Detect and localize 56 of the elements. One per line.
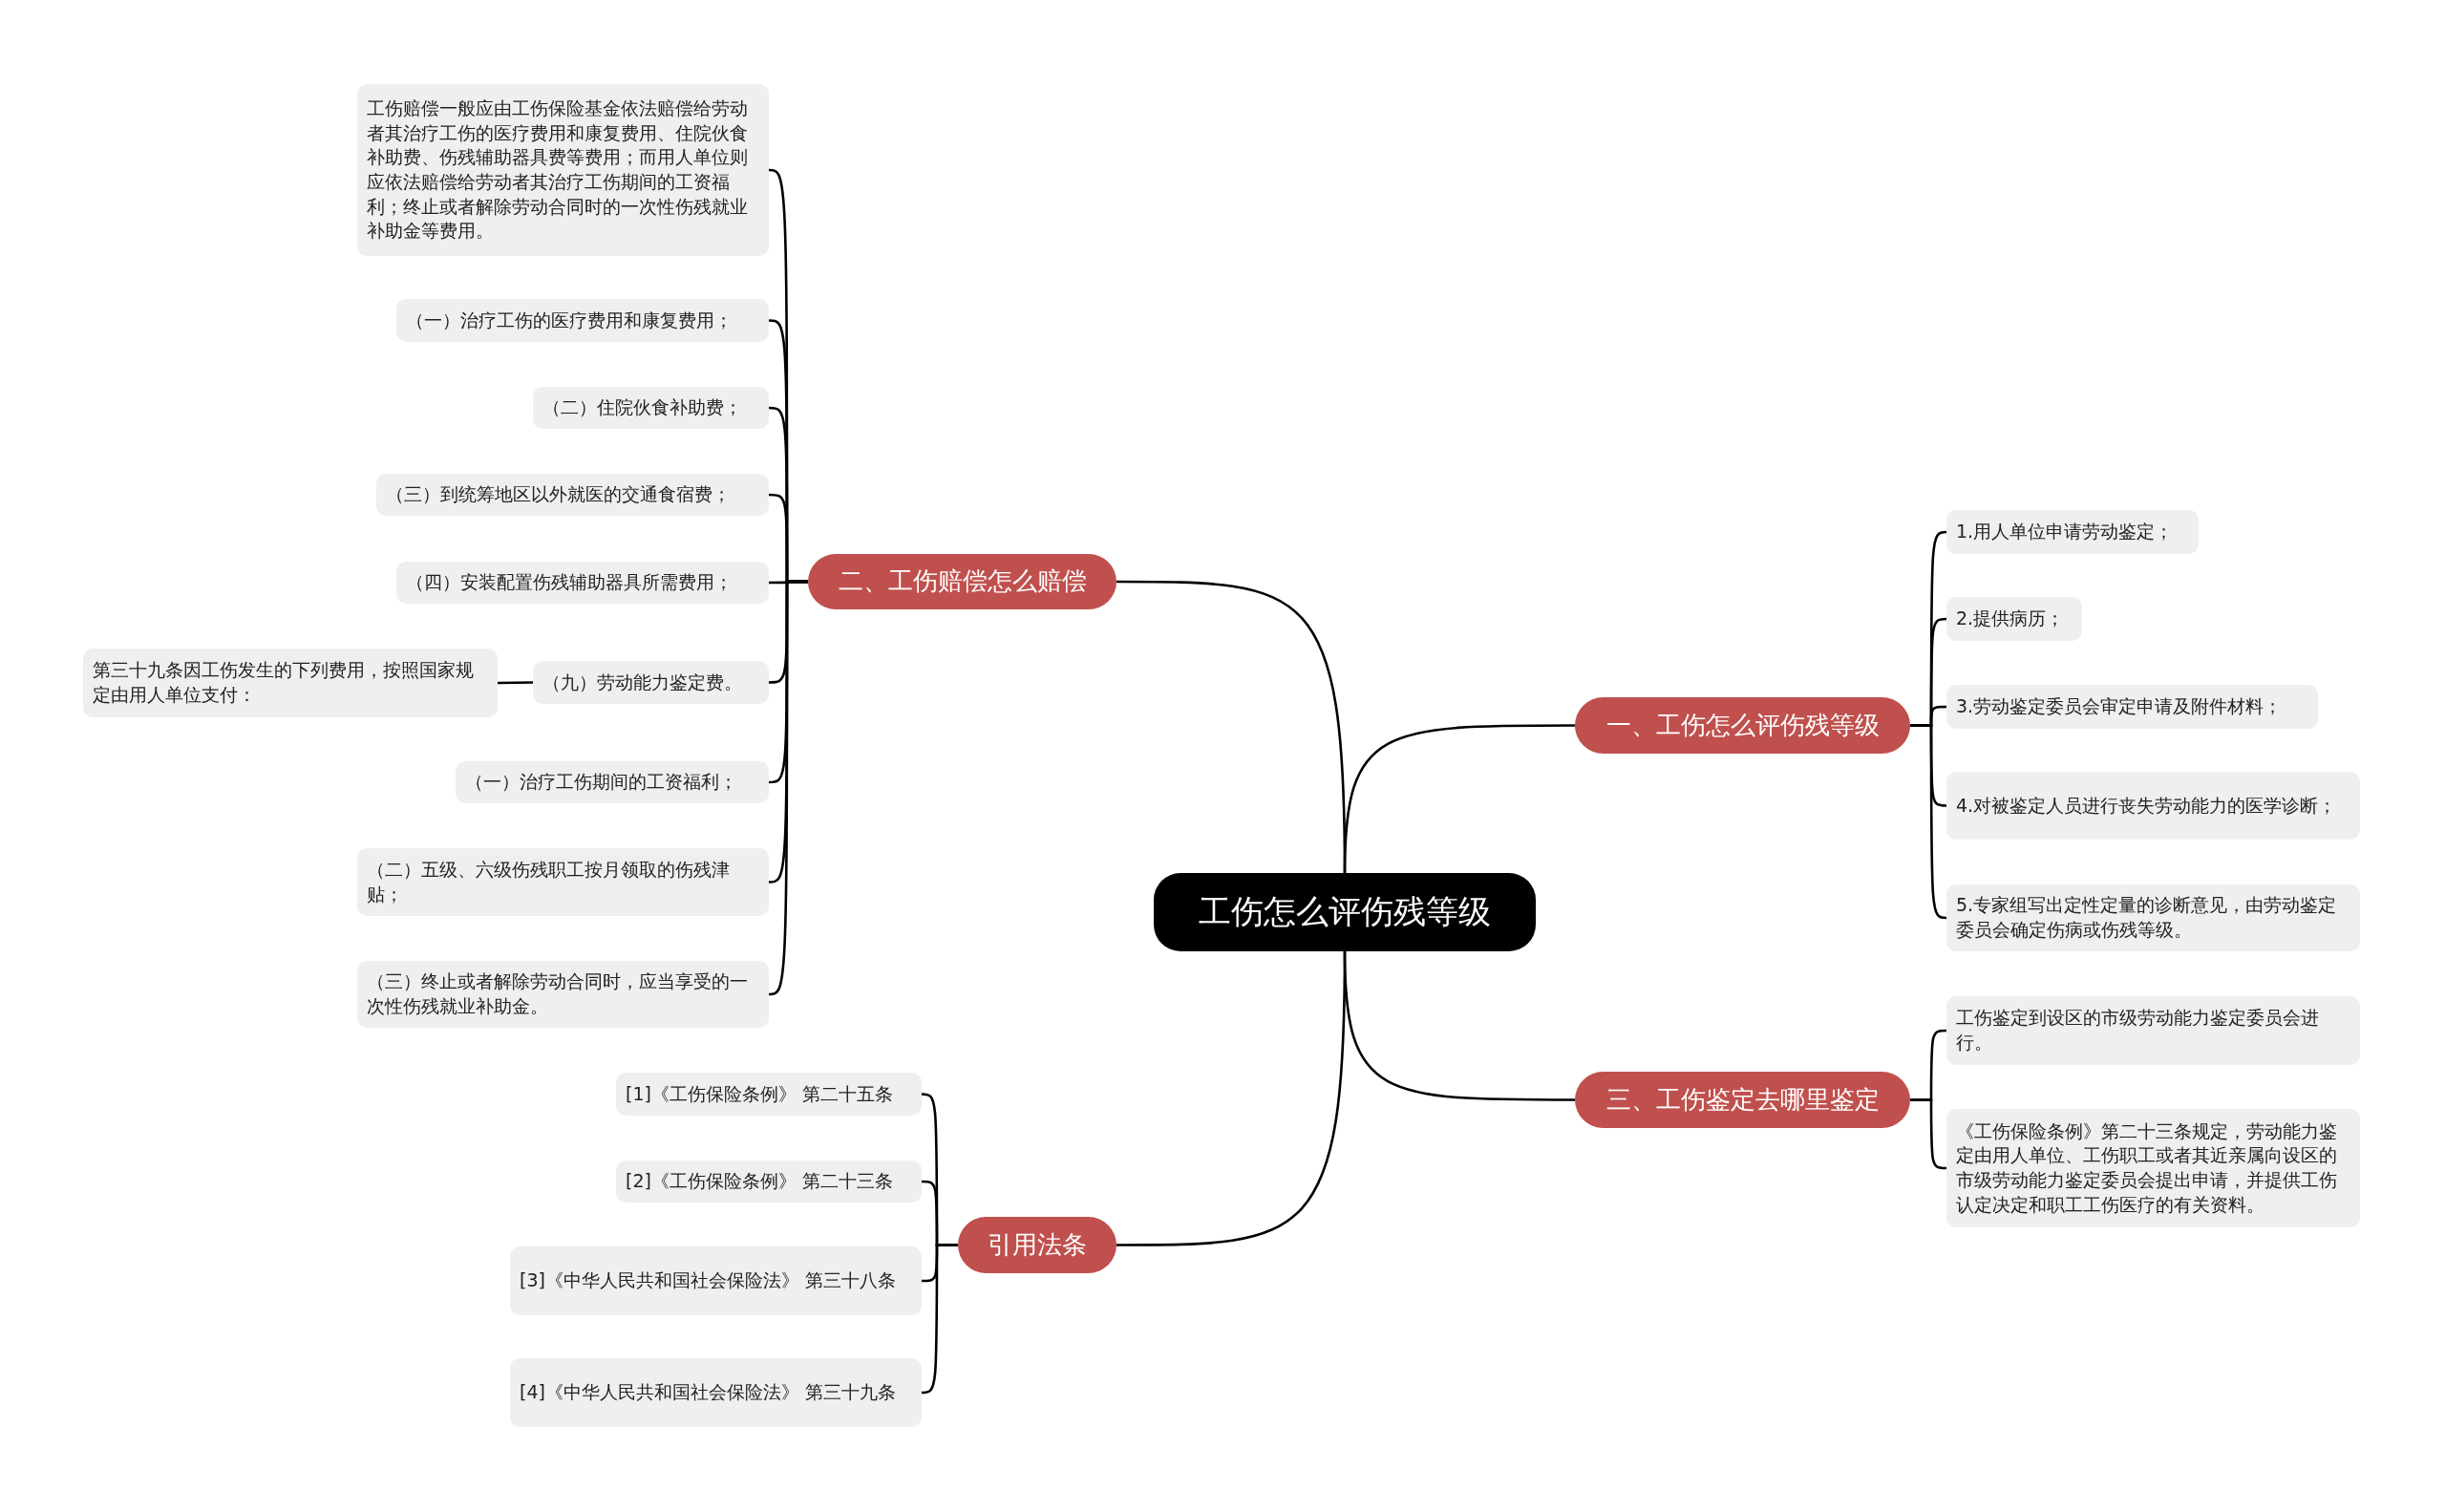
- topic-text: [2]《工伤保险条例》 第二十三条: [626, 1169, 893, 1194]
- topic-text: 工伤怎么评伤残等级: [1199, 891, 1491, 933]
- connector-line: [498, 681, 533, 685]
- topic-text: 工伤鉴定到设区的市级劳动能力鉴定委员会进行。: [1956, 1006, 2320, 1054]
- topic-card: [1946, 685, 2318, 729]
- topic-card: [1946, 510, 2199, 554]
- central-topic: [1154, 873, 1536, 951]
- connector-line: [1910, 724, 1947, 920]
- topic-card: [1946, 597, 2082, 641]
- topic-text: （一）治疗工伤期间的工资福利；: [465, 770, 737, 795]
- topic-card: [1946, 884, 2360, 951]
- topic-card: [357, 961, 769, 1028]
- topic-text: 三、工伤鉴定去哪里鉴定: [1605, 1083, 1880, 1116]
- branch-topic: [808, 554, 1116, 609]
- topic-card: [357, 848, 769, 916]
- topic-text: 第三十九条因工伤发生的下列费用，按照国家规定由用人单位支付：: [93, 658, 475, 707]
- topic-text: 5.专家组写出定性定量的诊断意见，由劳动鉴定委员会确定伤病或伤残等级。: [1956, 893, 2338, 942]
- topic-card: [510, 1246, 922, 1315]
- topic-card: [456, 761, 769, 803]
- topic-text: （一）治疗工伤的医疗费用和康复费用；: [406, 308, 733, 332]
- topic-text: 2.提供病历；: [1956, 607, 2065, 631]
- topic-text: （四）安装配置伤残辅助器具所需费用；: [406, 570, 733, 595]
- topic-text: 引用法条: [988, 1228, 1087, 1261]
- topic-card: [616, 1161, 922, 1203]
- topic-card: [1946, 996, 2360, 1065]
- connector-line: [1116, 951, 1347, 1246]
- topic-card: [533, 387, 769, 429]
- topic-text: [1]《工伤保险条例》 第二十五条: [626, 1081, 893, 1106]
- topic-text: [3]《中华人民共和国社会保险法》 第三十八条: [520, 1268, 896, 1293]
- connector-line: [1116, 580, 1347, 873]
- topic-card: [1946, 1109, 2360, 1227]
- topic-text: （三）终止或者解除劳动合同时，应当享受的一次性伤残就业补助金。: [367, 969, 749, 1018]
- topic-text: 一、工伤怎么评伤残等级: [1605, 709, 1880, 741]
- topic-text: （二）五级、六级伤残职工按月领取的伤残津贴；: [367, 857, 731, 906]
- topic-text: 《工伤保险条例》第二十三条规定，劳动能力鉴定由用人单位、工伤职工或者其近亲属向设区的市级劳动能力鉴定委员会提出申请，并提供工伤认定决定和职工工伤医疗的有关资料。: [1956, 1118, 2338, 1217]
- topic-card: [83, 649, 498, 717]
- topic-text: （九）劳动能力鉴定费。: [542, 670, 742, 694]
- topic-card: [357, 84, 769, 256]
- topic-card: [396, 562, 769, 604]
- topic-text: 二、工伤赔偿怎么赔偿: [838, 565, 1087, 598]
- topic-text: 4.对被鉴定人员进行丧失劳动能力的医学诊断；: [1956, 793, 2337, 818]
- connector-line: [768, 580, 808, 996]
- topic-text: [4]《中华人民共和国社会保险法》 第三十九条: [520, 1380, 896, 1405]
- topic-card: [616, 1073, 922, 1116]
- topic-card: [533, 661, 769, 704]
- connector-line: [1910, 1098, 1946, 1170]
- connector-line: [921, 1244, 958, 1395]
- topic-text: （二）住院伙食补助费；: [542, 395, 742, 420]
- topic-text: 工伤赔偿一般应由工伤保险基金依法赔偿给劳动者其治疗工伤的医疗费用和康复费用、住院伙食补助费、伤残辅助器具费等费用；而用人单位则应依法赔偿给劳动者其治疗工伤期间的工资福利；终止或者解除劳动合同时的一次性伤残就业补助金等费用。: [367, 96, 749, 244]
- topic-text: （三）到统筹地区以外就医的交通食宿费；: [386, 482, 731, 507]
- topic-card: [1946, 772, 2360, 840]
- topic-card: [396, 299, 769, 342]
- topic-text: 3.劳动鉴定委员会审定申请及附件材料；: [1956, 694, 2283, 719]
- topic-card: [376, 474, 769, 516]
- topic-card: [510, 1358, 922, 1427]
- topic-text: 1.用人单位申请劳动鉴定；: [1956, 520, 2174, 544]
